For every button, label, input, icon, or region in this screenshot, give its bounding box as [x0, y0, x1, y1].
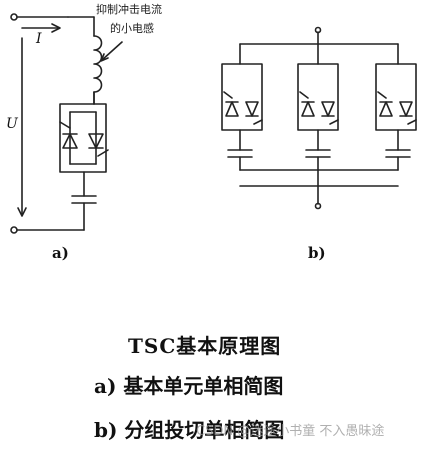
annotation-pointer-head [100, 53, 109, 62]
branch-3 [375, 43, 417, 171]
annotation-pointer [101, 41, 123, 61]
thyristor-box [59, 103, 107, 173]
branch-1 [221, 43, 263, 171]
bottom-terminal [10, 226, 18, 234]
inductor-annotation-line1: 抑制冲击电流 [96, 3, 162, 16]
voltage-arrow-head [17, 207, 27, 217]
panel-label-a: a) [52, 244, 69, 262]
caption-title: TSC基本原理图 [128, 334, 282, 358]
inductor-annotation-line2: 的小电感 [110, 22, 154, 35]
panel-label-b: b) [308, 244, 326, 262]
caption-item-a: a) 基本单元单相简图 [94, 374, 284, 398]
top-terminal [10, 13, 18, 21]
current-arrow-head [51, 23, 61, 33]
current-label: I [36, 31, 42, 47]
thyristor-reverse [88, 133, 104, 149]
caption-item-b: b) 分组投切单相简图 [94, 418, 285, 442]
inductor-coil [93, 35, 103, 93]
branch-2 [297, 43, 339, 171]
voltage-label: U [6, 116, 18, 132]
left-circuit [10, 13, 123, 234]
right-circuit [221, 26, 417, 210]
watermark: CSDN @迷途小书童 不入愚昧途 [196, 424, 385, 439]
thyristor-forward [62, 133, 78, 149]
right-bottom-node [314, 202, 322, 210]
